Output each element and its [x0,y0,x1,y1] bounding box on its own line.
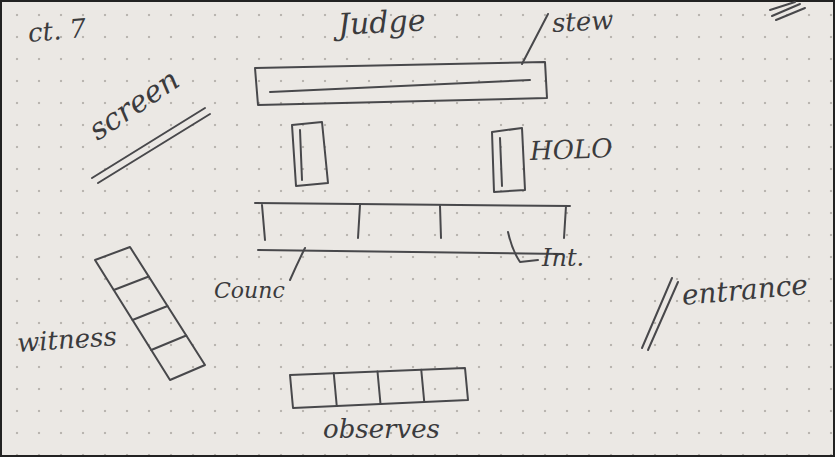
table-divider [262,205,566,240]
box-outline-layer [285,360,475,415]
box-heading: witness [16,323,117,356]
cell-divider [114,277,149,291]
judge-bench: Judge [250,60,550,110]
leader-line [508,232,538,262]
observer-box: observes [285,360,475,415]
scribble [770,2,805,20]
entrance-mark [642,278,678,350]
role-label: stew [551,7,614,36]
cell-divider [334,373,337,406]
bench-line [270,80,530,92]
cell-divider [378,372,381,405]
role-label: Int. [542,246,584,270]
room-number: ct. 7 [27,15,87,46]
box-outline [255,62,547,105]
box-outline [95,247,205,380]
box-outline [290,368,468,408]
bench-heading: Judge [337,5,426,40]
entrance-label: entrance [681,271,809,310]
role-label: Counc [214,280,285,302]
leader-line [290,248,305,280]
table-top [255,203,570,206]
witness-box: witness [85,245,215,390]
podium [292,122,328,186]
cell-divider [151,336,186,351]
podium [492,128,525,192]
cell-divider [421,370,424,402]
cell-divider [133,306,168,320]
box-outline-layer [85,245,215,390]
screen-label: screen [84,64,185,146]
box-outline-layer [250,60,550,110]
role-label: HOLO [530,135,613,164]
leader-line [522,14,548,64]
box-heading: observes [323,416,440,442]
